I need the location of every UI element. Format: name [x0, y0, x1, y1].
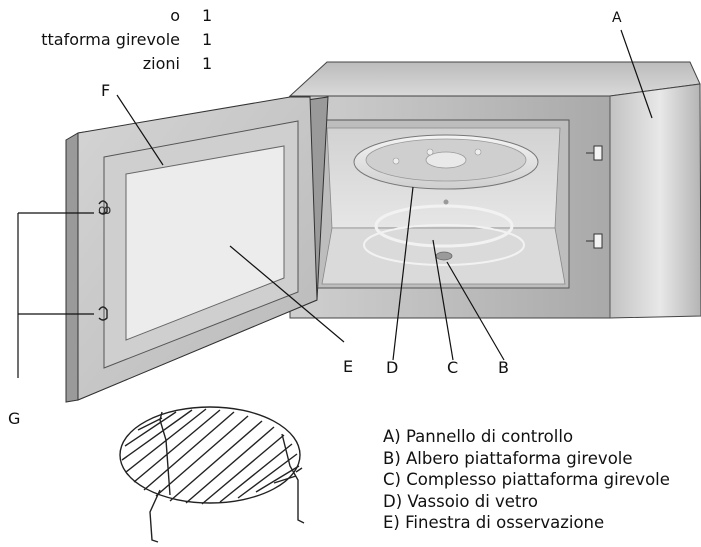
door-hook-icon: [98, 200, 108, 215]
parts-legend: A) Pannello di controllo B) Albero piatt…: [383, 426, 670, 534]
legend-item-b: B) Albero piattaforma girevole: [383, 448, 633, 468]
callout-g: G: [8, 409, 20, 428]
latch-slot: [593, 145, 603, 161]
parts-list-name: ttaforma girevole: [41, 30, 180, 49]
callout-a: A: [612, 10, 622, 26]
callout-d: D: [386, 358, 398, 377]
turntable-ring: [363, 199, 525, 266]
parts-list-row: o 1: [0, 6, 212, 26]
legend-item-e: E) Finestra di osservazione: [383, 513, 605, 532]
parts-list-name: zioni: [142, 54, 180, 73]
parts-list-qty: 1: [202, 6, 213, 25]
turntable-shaft: [435, 251, 453, 261]
door-hook-icon: [98, 306, 108, 321]
microwave-door: ꝏ: [65, 96, 329, 403]
observation-window: [125, 145, 285, 341]
callout-f: F: [101, 81, 110, 100]
parts-list-qty: 1: [202, 54, 213, 73]
parts-list-row: ttaforma girevole 1: [0, 30, 212, 50]
latch-slot: [593, 233, 603, 249]
door-hook-icon: ꝏ: [98, 203, 111, 218]
parts-list-name: o: [170, 6, 180, 25]
glass-tray: [353, 134, 539, 190]
parts-list-row: zioni 1: [0, 54, 212, 74]
callout-c: C: [447, 358, 458, 377]
callout-e: E: [343, 357, 353, 376]
legend-item-c: C) Complesso piattaforma girevole: [383, 470, 670, 489]
callout-b: B: [498, 358, 509, 377]
legend-item-a: A) Pannello di controllo: [383, 427, 574, 446]
legend-item-d: D) Vassoio di vetro: [383, 491, 538, 511]
control-panel: [609, 83, 701, 319]
leader-lines: [17, 29, 653, 378]
grill-rack: [119, 406, 305, 543]
parts-list-qty: 1: [202, 30, 213, 49]
